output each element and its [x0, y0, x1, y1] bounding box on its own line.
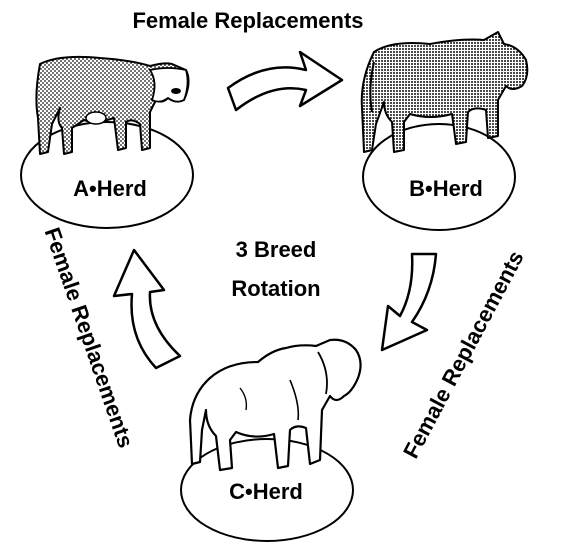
herd-b-label: B•Herd [409, 176, 483, 201]
herd-c: C•Herd [181, 340, 361, 541]
left-female-replacements-label: Female Replacements [40, 224, 139, 451]
arrow-a-to-b [228, 52, 342, 110]
herd-b: B•Herd [362, 32, 528, 230]
herd-c-label: C•Herd [229, 479, 303, 504]
herd-a: A•Herd [21, 57, 193, 228]
arrow-c-to-a [114, 250, 180, 368]
top-female-replacements-label: Female Replacements [132, 8, 363, 33]
arrow-b-to-c [382, 254, 436, 350]
herd-a-label: A•Herd [73, 176, 147, 201]
center-label-line1: 3 Breed [236, 237, 317, 262]
center-label-line2: Rotation [231, 276, 320, 301]
